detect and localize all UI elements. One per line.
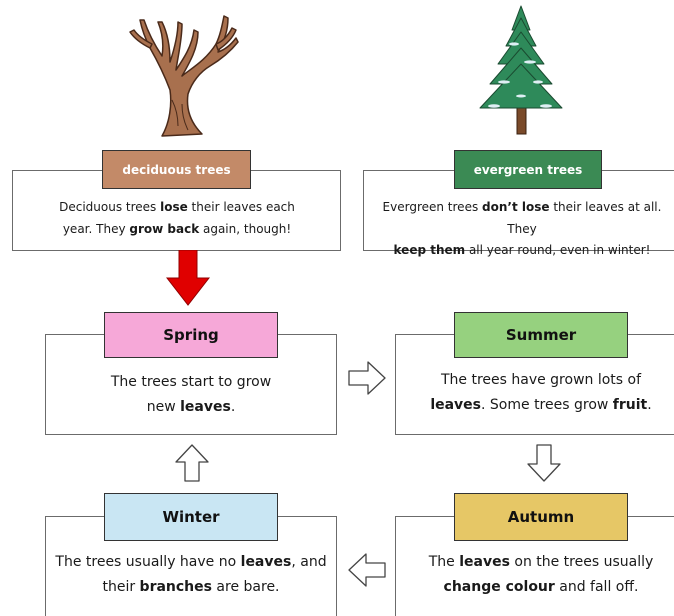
winter-label: Winter bbox=[104, 493, 278, 541]
deciduous-tree-icon bbox=[129, 15, 239, 137]
spring-description: The trees start to grow new leaves. bbox=[110, 374, 272, 415]
evergreen-label: evergreen trees bbox=[454, 150, 602, 189]
left-arrow-icon bbox=[348, 553, 386, 587]
autumn-description: The leaves on the trees usually change c… bbox=[428, 554, 654, 595]
autumn-label: Autumn bbox=[454, 493, 628, 541]
evergreen-tree-icon bbox=[479, 5, 563, 135]
red-down-arrow-icon bbox=[166, 250, 210, 306]
deciduous-description: Deciduous trees lose their leaves each y… bbox=[59, 200, 295, 236]
summer-label: Summer bbox=[454, 312, 628, 358]
deciduous-info-box bbox=[12, 170, 341, 251]
deciduous-label: deciduous trees bbox=[102, 150, 251, 189]
evergreen-description: Evergreen trees don’t lose their leaves … bbox=[382, 200, 662, 258]
winter-description: The trees usually have no leaves, and th… bbox=[55, 554, 327, 595]
spring-label: Spring bbox=[104, 312, 278, 358]
right-arrow-icon bbox=[348, 361, 386, 395]
up-arrow-icon bbox=[175, 444, 209, 482]
summer-description: The trees have grown lots of leaves. Som… bbox=[430, 372, 652, 413]
down-arrow-icon bbox=[527, 444, 561, 482]
